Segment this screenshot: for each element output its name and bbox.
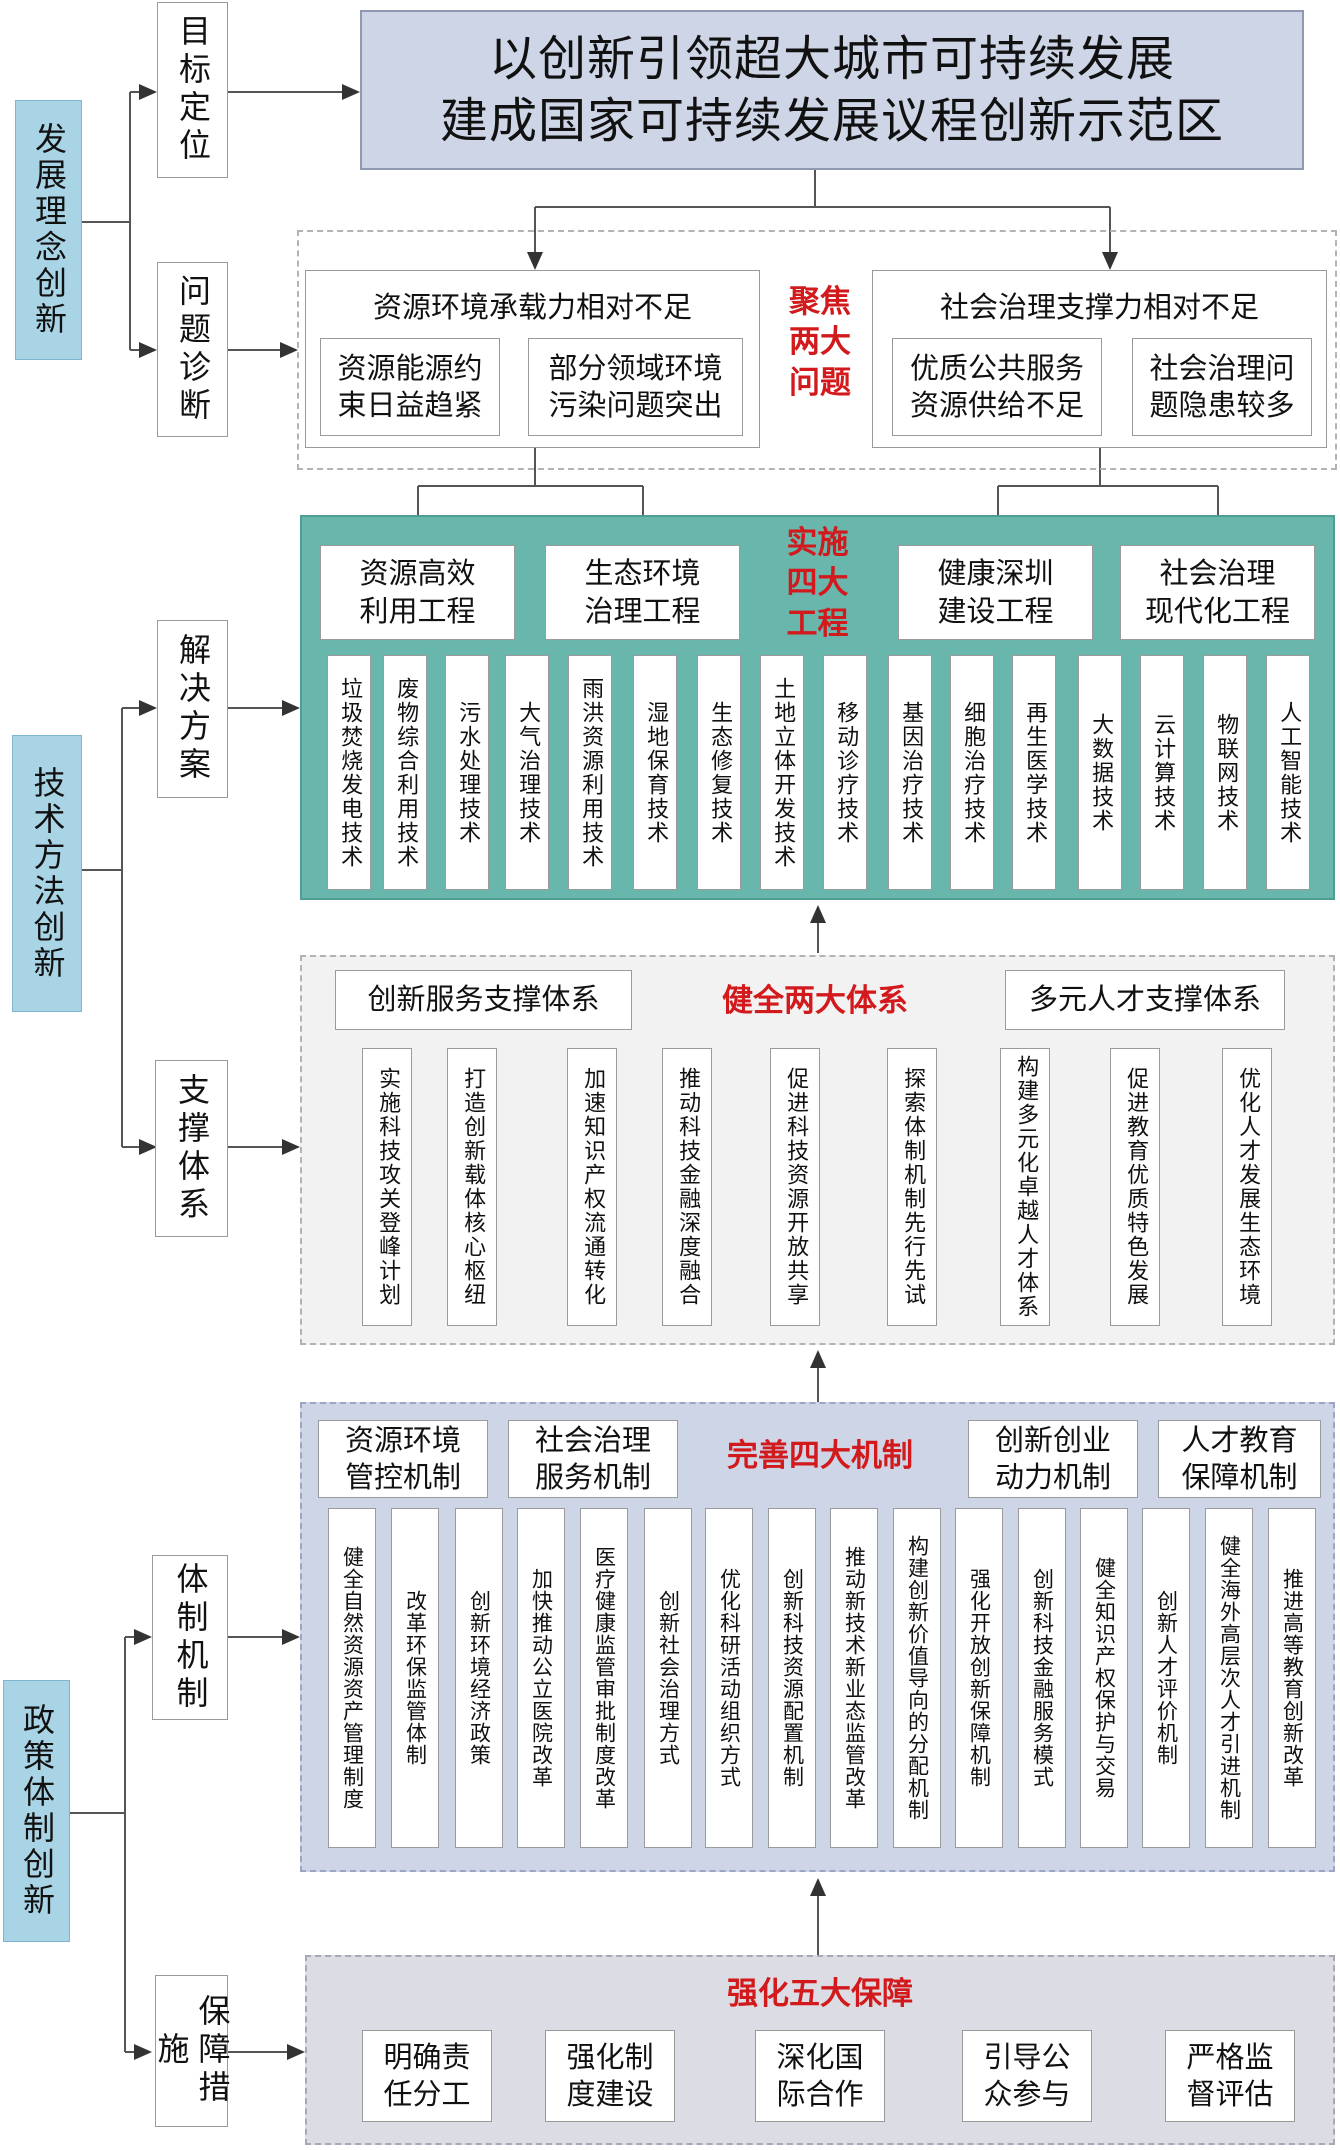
category-development-label: 发展理念创新 [29,122,68,338]
problems-region [297,230,1337,470]
safeguard-item: 严格监 督评估 [1165,2030,1295,2122]
project-group: 健康深圳 建设工程 [898,545,1093,640]
problem-group-right-title: 社会治理支撑力相对不足 [939,290,1259,324]
category-development: 发展理念创新 [15,100,82,360]
tech-item: 土地立体开发技术 [760,655,804,890]
tech-item: 细胞治疗技术 [950,655,994,890]
project-group: 资源高效 利用工程 [320,545,515,640]
mechanism-item: 推进高等教育创新改革 [1268,1508,1316,1848]
safeguard-item: 明确责 任分工 [362,2030,492,2122]
mechanism-group: 资源环境 管控机制 [318,1420,488,1498]
mechanism-item: 健全知识产权保护与交易 [1080,1508,1128,1848]
tech-item: 基因治疗技术 [888,655,932,890]
tech-item: 移动诊疗技术 [823,655,867,890]
project-group: 生态环境 治理工程 [545,545,740,640]
system-item: 促进科技资源开放共享 [770,1048,820,1326]
system-left: 创新服务支撑体系 [335,970,632,1030]
problem-item: 优质公共服务 资源供给不足 [892,338,1102,436]
safeguard-item: 引导公 众参与 [962,2030,1092,2122]
mechanism-item: 创新人才评价机制 [1142,1508,1190,1848]
system-item: 优化人才发展生态环境 [1222,1048,1272,1326]
problem-item: 资源能源约 束日益趋紧 [320,338,500,436]
category-technique-label: 技术方法创新 [28,765,67,982]
mechanism-item: 医疗健康监管审批制度改革 [580,1508,628,1848]
stage-target: 目标定位 [157,2,228,178]
system-item: 打造创新载体核心枢纽 [447,1048,497,1326]
system-item: 推动科技金融深度融合 [662,1048,712,1326]
tech-item: 再生医学技术 [1012,655,1056,890]
stage-mechanism: 体制机制 [152,1555,228,1720]
stage-mechanism-label: 体制机制 [171,1561,210,1714]
mechanism-item: 推动新技术新业态监管改革 [830,1508,878,1848]
mechanism-item: 创新环境经济政策 [455,1508,503,1848]
stage-support: 支撑体系 [155,1060,228,1237]
system-right: 多元人才支撑体系 [1005,970,1285,1030]
category-policy-label: 政策体制创新 [17,1703,56,1919]
safeguard-item: 强化制 度建设 [545,2030,675,2122]
stage-safeguard-label: 保障措施 [152,1994,232,2108]
stage-solution: 解决方案 [157,620,228,798]
tech-item: 人工智能技术 [1266,655,1310,890]
mechanism-item: 创新社会治理方式 [644,1508,692,1848]
problem-item: 社会治理问 题隐患较多 [1132,338,1312,436]
category-policy: 政策体制创新 [3,1680,70,1942]
mechanism-item: 创新科技金融服务模式 [1018,1508,1066,1848]
tech-item: 生态修复技术 [697,655,741,890]
problem-group-left-title: 资源环境承载力相对不足 [372,290,692,324]
tech-item: 雨洪资源利用技术 [568,655,612,890]
system-item: 加速知识产权流通转化 [567,1048,617,1326]
mechanism-item: 健全海外高层次人才引进机制 [1205,1508,1253,1848]
project-group: 社会治理 现代化工程 [1120,545,1315,640]
system-item: 构建多元化卓越人才体系 [1000,1048,1050,1326]
mechanism-group: 人才教育 保障机制 [1158,1420,1321,1498]
tech-item: 物联网技术 [1203,655,1247,890]
stage-diagnosis-label: 问题诊断 [173,273,212,426]
mechanism-item: 改革环保监管体制 [391,1508,439,1848]
system-item: 促进教育优质特色发展 [1110,1048,1160,1326]
projects-title: 实施 四大 工程 [786,525,849,642]
mechanism-item: 健全自然资源资产管理制度 [328,1508,376,1848]
safeguards-title: 强化五大保障 [727,1976,913,2012]
mechanism-item: 加快推动公立医院改革 [517,1508,565,1848]
tech-item: 垃圾焚烧发电技术 [327,655,371,890]
tech-item: 云计算技术 [1140,655,1184,890]
mechanism-item: 优化科研活动组织方式 [705,1508,753,1848]
systems-title: 健全两大体系 [722,983,908,1019]
category-technique: 技术方法创新 [12,735,82,1012]
stage-diagnosis: 问题诊断 [157,262,228,437]
mechanism-group: 社会治理 服务机制 [508,1420,678,1498]
goal-line-1: 以创新引领超大城市可持续发展 [488,30,1175,87]
mechanisms-title: 完善四大机制 [727,1438,913,1474]
stage-solution-label: 解决方案 [173,633,212,785]
problem-item: 部分领域环境 污染问题突出 [528,338,743,436]
mechanism-group: 创新创业 动力机制 [968,1420,1138,1498]
mechanism-item: 构建创新价值导向的分配机制 [893,1508,941,1848]
mechanism-item: 强化开放创新保障机制 [955,1508,1003,1848]
system-item: 实施科技攻关登峰计划 [362,1048,412,1326]
system-item: 探索体制机制先行先试 [887,1048,937,1326]
goal-line-2: 建成国家可持续发展议程创新示范区 [439,93,1224,149]
tech-item: 大气治理技术 [505,655,549,890]
goal-box: 以创新引领超大城市可持续发展 建成国家可持续发展议程创新示范区 [360,10,1304,170]
tech-item: 污水处理技术 [445,655,489,890]
safeguard-item: 深化国 际合作 [755,2030,885,2122]
stage-support-label: 支撑体系 [172,1072,211,1225]
problems-title: 聚焦 两大 问题 [789,284,851,401]
stage-safeguard: 保障措施 [153,1975,231,2127]
tech-item: 湿地保育技术 [633,655,677,890]
tech-item: 废物综合利用技术 [383,655,427,890]
tech-item: 大数据技术 [1078,655,1122,890]
mechanism-item: 创新科技资源配置机制 [768,1508,816,1848]
stage-target-label: 目标定位 [173,14,212,166]
